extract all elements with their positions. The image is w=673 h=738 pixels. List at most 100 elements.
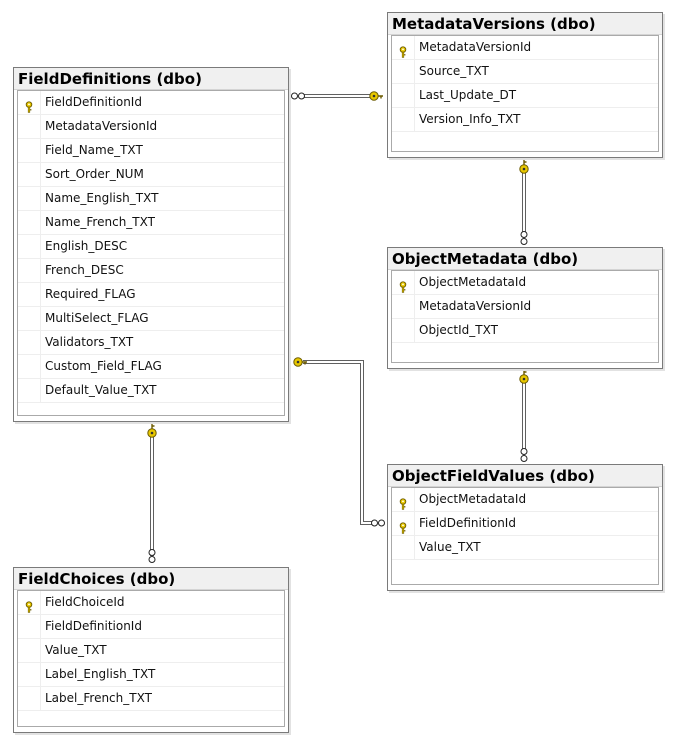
column-name: Required_FLAG [45, 287, 136, 301]
column-row[interactable]: ObjectMetadataId [392, 271, 658, 295]
column-row[interactable]: Default_Value_TXT [18, 379, 284, 403]
column-row[interactable]: Custom_Field_FLAG [18, 355, 284, 379]
column-name: Source_TXT [419, 64, 489, 78]
row-selector [18, 307, 41, 330]
row-selector [18, 379, 41, 402]
many-end-infinity-icon [291, 92, 305, 100]
column-name: FieldChoiceId [45, 595, 125, 609]
column-row[interactable]: Required_FLAG [18, 283, 284, 307]
table-title[interactable]: MetadataVersions (dbo) [388, 13, 662, 35]
column-name: Name_French_TXT [45, 215, 155, 229]
row-selector [18, 235, 41, 258]
column-row[interactable]: Source_TXT [392, 60, 658, 84]
column-name: Label_English_TXT [45, 667, 156, 681]
column-row[interactable]: MetadataVersionId [392, 36, 658, 60]
one-end-key-icon [519, 370, 529, 384]
one-end-key-icon [369, 91, 383, 101]
row-selector [392, 295, 415, 318]
row-selector [392, 536, 415, 559]
column-row[interactable]: FieldDefinitionId [18, 615, 284, 639]
row-selector [392, 36, 415, 59]
table-title[interactable]: FieldChoices (dbo) [14, 568, 288, 590]
row-selector [18, 187, 41, 210]
row-selector [18, 591, 41, 614]
column-name: Version_Info_TXT [419, 112, 521, 126]
table-title[interactable]: FieldDefinitions (dbo) [14, 68, 288, 90]
column-row[interactable]: Sort_Order_NUM [18, 163, 284, 187]
column-name: Sort_Order_NUM [45, 167, 144, 181]
row-selector [18, 687, 41, 710]
column-row[interactable]: Value_TXT [18, 639, 284, 663]
row-selector [18, 331, 41, 354]
column-row[interactable]: Name_French_TXT [18, 211, 284, 235]
row-selector [18, 639, 41, 662]
column-row[interactable]: MetadataVersionId [18, 115, 284, 139]
column-row[interactable]: Label_English_TXT [18, 663, 284, 687]
many-end-infinity-icon [520, 231, 528, 245]
column-row[interactable]: English_DESC [18, 235, 284, 259]
column-row[interactable]: Value_TXT [392, 536, 658, 560]
many-end-infinity-icon [371, 519, 385, 527]
primary-key-icon [23, 96, 35, 119]
column-row[interactable]: Name_English_TXT [18, 187, 284, 211]
column-name: Name_English_TXT [45, 191, 159, 205]
row-selector [18, 163, 41, 186]
column-row[interactable]: MultiSelect_FLAG [18, 307, 284, 331]
column-name: French_DESC [45, 263, 124, 277]
row-selector [392, 319, 415, 342]
column-row[interactable]: FieldChoiceId [18, 591, 284, 615]
row-selector [18, 259, 41, 282]
column-name: Last_Update_DT [419, 88, 517, 102]
column-row[interactable]: ObjectId_TXT [392, 319, 658, 343]
column-name: Field_Name_TXT [45, 143, 143, 157]
column-row[interactable]: FieldDefinitionId [18, 91, 284, 115]
column-row[interactable]: FieldDefinitionId [392, 512, 658, 536]
one-end-key-icon [147, 424, 157, 438]
column-name: MetadataVersionId [419, 40, 532, 54]
column-row[interactable]: Validators_TXT [18, 331, 284, 355]
relationship-objectfieldvalues-fielddefinitions[interactable] [303, 360, 372, 525]
row-selector [18, 91, 41, 114]
column-name: ObjectMetadataId [419, 275, 527, 289]
column-row[interactable]: Last_Update_DT [392, 84, 658, 108]
column-row[interactable]: Field_Name_TXT [18, 139, 284, 163]
row-selector [18, 211, 41, 234]
column-name: Validators_TXT [45, 335, 134, 349]
primary-key-icon [397, 517, 409, 540]
row-selector [392, 84, 415, 107]
row-selector [392, 60, 415, 83]
primary-key-icon [397, 493, 409, 516]
column-name: ObjectId_TXT [419, 323, 498, 337]
column-name: Label_French_TXT [45, 691, 152, 705]
row-selector [392, 488, 415, 511]
column-row[interactable]: Label_French_TXT [18, 687, 284, 711]
row-selector [18, 355, 41, 378]
column-row[interactable]: French_DESC [18, 259, 284, 283]
column-name: MetadataVersionId [45, 119, 158, 133]
column-row[interactable]: Version_Info_TXT [392, 108, 658, 132]
column-name: ObjectMetadataId [419, 492, 527, 506]
many-end-infinity-icon [148, 549, 156, 563]
column-name: Value_TXT [419, 540, 481, 554]
row-selector [392, 271, 415, 294]
table-title[interactable]: ObjectFieldValues (dbo) [388, 465, 662, 487]
primary-key-icon [397, 41, 409, 64]
column-name: MetadataVersionId [419, 299, 532, 313]
column-row[interactable]: ObjectMetadataId [392, 488, 658, 512]
column-name: FieldDefinitionId [45, 95, 142, 109]
table-title[interactable]: ObjectMetadata (dbo) [388, 248, 662, 270]
column-name: Default_Value_TXT [45, 383, 157, 397]
one-end-key-icon [293, 357, 307, 367]
column-row[interactable]: MetadataVersionId [392, 295, 658, 319]
column-name: FieldDefinitionId [419, 516, 516, 530]
column-name: Value_TXT [45, 643, 107, 657]
